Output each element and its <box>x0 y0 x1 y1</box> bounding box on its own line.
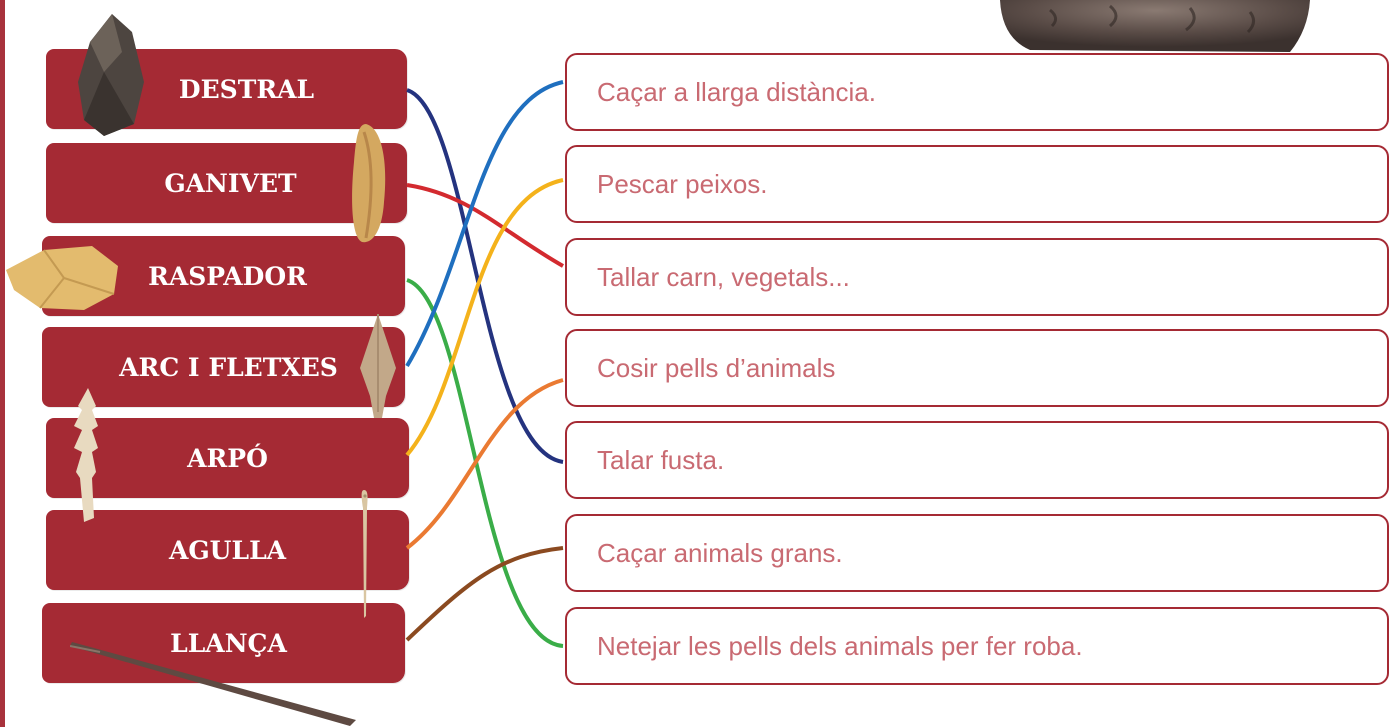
left-accent-bar <box>0 0 5 727</box>
line-arc-cacar-distancia <box>405 80 564 368</box>
hand-axe-icon <box>78 14 144 136</box>
use-box-tallar-carn[interactable]: Tallar carn, vegetals... <box>565 238 1389 316</box>
use-box-netejar-pells[interactable]: Netejar les pells dels animals per fer r… <box>565 607 1389 685</box>
bone-needle-icon <box>361 490 368 618</box>
tool-label-arpo: ARPÓ <box>187 443 268 473</box>
use-label-tallar-carn: Tallar carn, vegetals... <box>597 261 850 292</box>
tool-card-llanca[interactable]: LLANÇA <box>42 603 405 683</box>
use-box-cacar-animals-grans[interactable]: Caçar animals grans. <box>565 514 1389 592</box>
use-label-cacar-animals-grans: Caçar animals grans. <box>597 537 843 568</box>
line-arpo-pescar <box>405 178 564 457</box>
use-box-talar-fusta[interactable]: Talar fusta. <box>565 421 1389 499</box>
line-agulla-cosir <box>405 378 564 550</box>
use-box-pescar-peixos[interactable]: Pescar peixos. <box>565 145 1389 223</box>
use-label-talar-fusta: Talar fusta. <box>597 444 725 475</box>
tool-label-ganivet: GANIVET <box>164 168 297 198</box>
use-box-cacar-llarga-distancia[interactable]: Caçar a llarga distància. <box>565 53 1389 131</box>
tool-label-agulla: AGULLA <box>168 535 287 565</box>
tool-card-arc-i-fletxes[interactable]: ARC I FLETXES <box>42 327 405 407</box>
arrowhead-icon <box>360 314 396 418</box>
line-destral-talar-fusta <box>406 88 564 464</box>
spear-icon <box>70 642 356 726</box>
line-raspador-netejar-pells <box>406 278 564 648</box>
scraper-icon <box>6 246 118 310</box>
use-label-pescar-peixos: Pescar peixos. <box>597 168 768 199</box>
flint-knife-icon <box>352 124 386 243</box>
line-llanca-cacar-grans <box>405 546 564 642</box>
use-label-netejar-pells: Netejar les pells dels animals per fer r… <box>597 630 1083 661</box>
bison-fur-image <box>1000 0 1310 52</box>
tool-card-agulla[interactable]: AGULLA <box>46 510 409 590</box>
tool-label-arc-i-fletxes: ARC I FLETXES <box>119 352 338 382</box>
tool-card-ganivet[interactable]: GANIVET <box>46 143 407 223</box>
use-label-cosir-pells: Cosir pells d’animals <box>597 352 836 383</box>
tool-card-arpo[interactable]: ARPÓ <box>46 418 409 498</box>
tool-label-destral: DESTRAL <box>178 74 315 104</box>
tool-label-llanca: LLANÇA <box>170 628 287 658</box>
line-ganivet-tallar-carn <box>406 183 564 268</box>
use-label-cacar-llarga-distancia: Caçar a llarga distància. <box>597 76 876 107</box>
tool-label-raspador: RASPADOR <box>148 261 307 291</box>
use-box-cosir-pells[interactable]: Cosir pells d’animals <box>565 329 1389 407</box>
harpoon-icon <box>74 388 98 522</box>
